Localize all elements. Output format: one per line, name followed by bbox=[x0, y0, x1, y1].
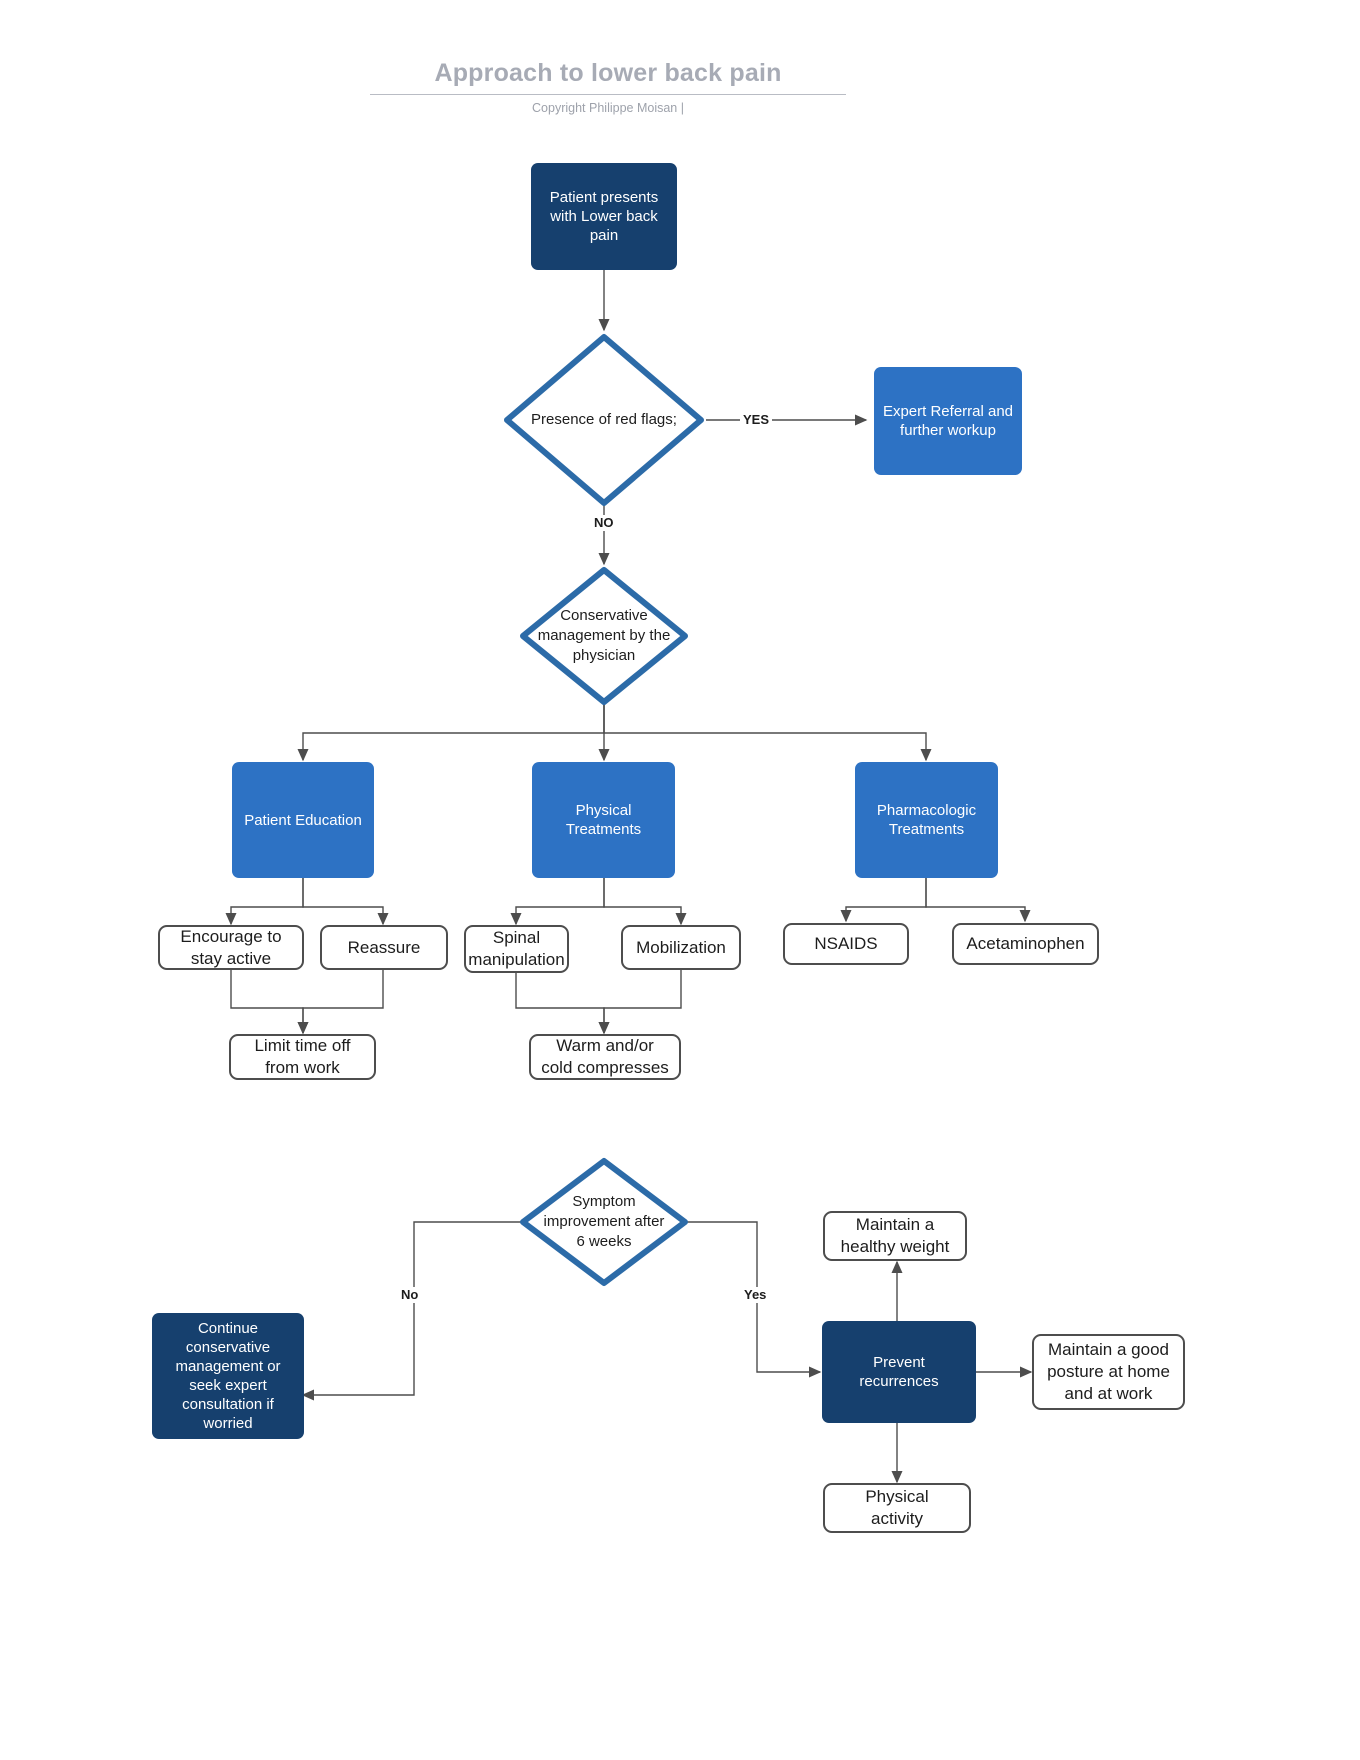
node-conservative-decision[interactable]: Conservative management by the physician bbox=[519, 566, 689, 706]
node-expert-referral[interactable]: Expert Referral and further workup bbox=[874, 367, 1022, 475]
node-patient-presents-label: Patient presents with Lower back pain bbox=[549, 189, 659, 244]
page-title: Approach to lower back pain bbox=[434, 59, 782, 87]
node-warm-cold-compresses[interactable]: Warm and/or cold compresses bbox=[529, 1034, 681, 1080]
edge-conservative-to-pharma bbox=[603, 704, 932, 762]
node-encourage-stay-active[interactable]: Encourage to stay active bbox=[158, 925, 304, 970]
node-physical-activity[interactable]: Physical activity bbox=[823, 1483, 971, 1533]
node-red-flags-decision[interactable]: Presence of red flags; bbox=[502, 332, 706, 508]
edge-label-yes-lower: Yes bbox=[741, 1287, 770, 1303]
edge-reassure-to-limit bbox=[297, 970, 384, 1035]
node-physical-treatments[interactable]: Physical Treatments bbox=[532, 762, 675, 878]
edge-label-no-upper: NO bbox=[591, 515, 617, 531]
node-symptom-improvement-decision[interactable]: Symptom improvement after 6 weeks bbox=[519, 1157, 689, 1287]
node-physical-treatments-label: Physical Treatments bbox=[565, 802, 642, 838]
node-good-posture[interactable]: Maintain a good posture at home and at w… bbox=[1032, 1334, 1185, 1410]
edge-conservative-to-education bbox=[297, 704, 605, 762]
node-continue-conservative[interactable]: Continue conservative management or seek… bbox=[152, 1313, 304, 1439]
node-good-posture-label: Maintain a good posture at home and at w… bbox=[1047, 1340, 1170, 1403]
edge-mobilization-to-compresses bbox=[598, 970, 682, 1035]
node-mobilization[interactable]: Mobilization bbox=[621, 925, 741, 970]
edge-education-to-encourage bbox=[225, 878, 304, 926]
copyright-line: Copyright Philippe Moisan | bbox=[532, 101, 684, 115]
node-red-flags-label: Presence of red flags; bbox=[531, 411, 677, 428]
edge-label-yes-upper: YES bbox=[740, 412, 773, 428]
edge-spinal-to-compresses bbox=[515, 973, 610, 1035]
document-header: Approach to lower back pain Copyright Ph… bbox=[370, 58, 846, 116]
edge-encourage-to-limit bbox=[230, 970, 309, 1035]
edge-physical-to-spinal bbox=[510, 878, 605, 926]
edge-pharma-to-nsaids bbox=[840, 878, 927, 923]
edge-physical-to-mobilization bbox=[603, 878, 687, 926]
node-patient-education[interactable]: Patient Education bbox=[232, 762, 374, 878]
edge-symptom-no bbox=[301, 1221, 521, 1401]
node-reassure-label: Reassure bbox=[347, 937, 421, 957]
node-conservative-label: Conservative management by the physician bbox=[537, 607, 671, 664]
node-limit-time-off-label: Limit time off from work bbox=[254, 1036, 351, 1077]
node-acetaminophen[interactable]: Acetaminophen bbox=[952, 923, 1099, 965]
node-spinal-manipulation[interactable]: Spinal manipulation bbox=[464, 925, 569, 973]
node-pharmacologic-treatments-label: Pharmacologic Treatments bbox=[876, 802, 977, 838]
diamond-shape-icon bbox=[520, 567, 688, 705]
node-continue-conservative-label: Continue conservative management or seek… bbox=[175, 1320, 281, 1432]
node-pharmacologic-treatments[interactable]: Pharmacologic Treatments bbox=[855, 762, 998, 878]
node-nsaids-label: NSAIDS bbox=[814, 934, 878, 953]
node-healthy-weight[interactable]: Maintain a healthy weight bbox=[823, 1211, 967, 1261]
node-prevent-recurrences-label: Prevent recurrences bbox=[859, 1354, 939, 1390]
node-healthy-weight-label: Maintain a healthy weight bbox=[840, 1215, 950, 1256]
diamond-shape-icon bbox=[520, 1158, 688, 1286]
node-patient-presents[interactable]: Patient presents with Lower back pain bbox=[531, 163, 677, 270]
node-prevent-recurrences[interactable]: Prevent recurrences bbox=[822, 1321, 976, 1423]
title-divider bbox=[370, 94, 846, 95]
node-warm-cold-compresses-label: Warm and/or cold compresses bbox=[541, 1036, 669, 1077]
node-acetaminophen-label: Acetaminophen bbox=[966, 934, 1085, 953]
node-mobilization-label: Mobilization bbox=[636, 937, 726, 957]
edge-pharma-to-acetaminophen bbox=[925, 878, 1031, 923]
node-limit-time-off[interactable]: Limit time off from work bbox=[229, 1034, 376, 1080]
node-patient-education-label: Patient Education bbox=[244, 811, 362, 829]
node-physical-activity-label: Physical activity bbox=[865, 1487, 929, 1528]
node-encourage-stay-active-label: Encourage to stay active bbox=[180, 926, 282, 968]
edge-education-to-reassure bbox=[302, 878, 389, 926]
node-reassure[interactable]: Reassure bbox=[320, 925, 448, 970]
edge-label-no-lower: No bbox=[398, 1287, 422, 1303]
node-expert-referral-label: Expert Referral and further workup bbox=[882, 403, 1014, 439]
node-symptom-improvement-label: Symptom improvement after 6 weeks bbox=[543, 1193, 665, 1250]
node-spinal-manipulation-label: Spinal manipulation bbox=[468, 928, 565, 969]
node-nsaids[interactable]: NSAIDS bbox=[783, 923, 909, 965]
